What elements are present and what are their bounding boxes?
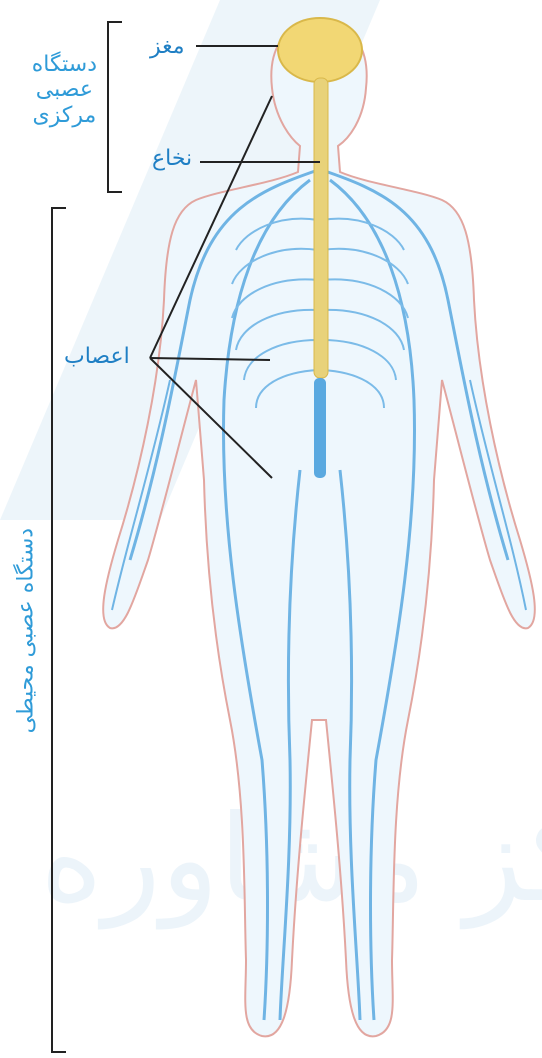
cns-label-line-3: مرکزی xyxy=(32,103,97,128)
nerves-label: اعصاب xyxy=(64,344,130,369)
cns-label-line-2: عصبی xyxy=(32,77,97,102)
brain xyxy=(278,18,362,82)
cns-label-line-1: دستگاه xyxy=(32,52,97,77)
spinal-column-lower xyxy=(314,378,326,478)
cns-bracket xyxy=(108,22,122,192)
central-nervous-system-label: دستگاه عصبی مرکزی xyxy=(32,52,97,128)
spinal-cord-label: نخاع xyxy=(152,146,192,171)
brain-label: مغز xyxy=(150,34,185,59)
peripheral-nervous-system-label: دستگاه عصبی محیطی xyxy=(13,501,38,761)
spinal-cord xyxy=(314,78,328,378)
